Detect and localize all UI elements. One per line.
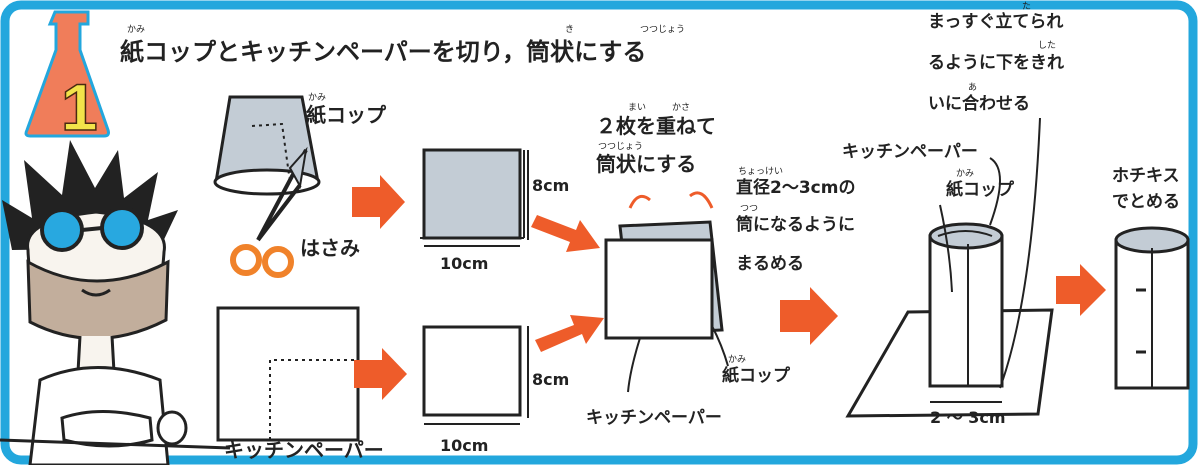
tube-paper-cup-ruby: かみ bbox=[956, 169, 975, 179]
arrow-markers bbox=[352, 175, 1106, 400]
align-instruction-line3: いに合わせる bbox=[928, 94, 1030, 114]
stack-paper-cup-ruby: かみ bbox=[728, 355, 747, 365]
roll-instruction-line3: まるめる bbox=[736, 254, 804, 274]
paper-cup-label: 紙コップ bbox=[306, 103, 386, 127]
kitchen-paper-label: キッチンペーパー bbox=[224, 438, 384, 462]
stack-ruby-tsutsujou: つつじょう bbox=[598, 142, 644, 152]
stack-ruby-mai: まい bbox=[628, 103, 647, 113]
align-ruby-a: あ bbox=[968, 83, 978, 93]
title-ruby-kami: かみ bbox=[127, 25, 146, 35]
kitchen-paper-sheet bbox=[216, 306, 360, 442]
tube-diameter-label: 2 ～ 3cm bbox=[930, 408, 1006, 427]
align-ruby-shita: した bbox=[1038, 41, 1057, 51]
tube-kitchen-paper-label: キッチンペーパー bbox=[842, 142, 978, 162]
diagonal-arrow-icon bbox=[531, 215, 600, 252]
align-ruby-ta: た bbox=[1022, 2, 1032, 12]
scissors-icon bbox=[230, 146, 308, 278]
stack-kitchen-paper-label: キッチンペーパー bbox=[586, 408, 722, 428]
right-arrow-icon bbox=[1056, 264, 1106, 316]
rolled-tube bbox=[845, 117, 1054, 418]
step-number: 1 bbox=[61, 70, 98, 144]
paper-cup-ruby: かみ bbox=[308, 93, 327, 103]
staple-instruction-line2: でとめる bbox=[1112, 192, 1180, 212]
right-arrow-icon bbox=[352, 175, 405, 229]
align-instruction-line2: るように下をきれ bbox=[928, 53, 1064, 73]
stack-paper-cup-label: 紙コップ bbox=[722, 366, 790, 386]
roll-ruby-tsutsu: つつ bbox=[740, 204, 759, 214]
align-instruction-line1: まっすぐ立てられ bbox=[928, 12, 1064, 32]
title-ruby-tsutsujou: つつじょう bbox=[640, 25, 686, 35]
cup-piece-height-label: 8cm bbox=[532, 176, 570, 195]
title-ruby-ki: き bbox=[565, 25, 575, 35]
right-arrow-icon bbox=[780, 287, 838, 345]
roll-ruby-chokkei: ちょっけい bbox=[738, 167, 784, 177]
stack-ruby-kasa: かさ bbox=[672, 103, 691, 113]
paper-piece-height-label: 8cm bbox=[532, 370, 570, 389]
roll-instruction-line1: 直径2～3cmの bbox=[736, 178, 856, 198]
scissors-label: はさみ bbox=[300, 236, 360, 260]
cup-piece-dimensions bbox=[424, 150, 529, 247]
paper-piece-width-label: 10cm bbox=[440, 436, 489, 455]
step-title: 紙コップとキッチンペーパーを切り，筒状にする bbox=[120, 38, 647, 66]
stapled-tube bbox=[1114, 226, 1190, 390]
diagonal-arrow-icon bbox=[535, 315, 604, 352]
stack-instruction-line2: 筒状にする bbox=[596, 152, 697, 176]
cup-piece-width-label: 10cm bbox=[440, 254, 489, 273]
scientist-character bbox=[0, 140, 231, 465]
right-arrow-icon bbox=[354, 348, 407, 400]
flask-icon bbox=[24, 10, 110, 138]
staple-instruction-line1: ホチキス bbox=[1112, 166, 1180, 186]
stack-instruction-line1: ２枚を重ねて bbox=[596, 114, 716, 138]
cup-piece bbox=[420, 148, 525, 240]
stacked-sheets bbox=[604, 191, 729, 393]
roll-instruction-line2: 筒になるように bbox=[736, 215, 855, 235]
paper-piece bbox=[422, 325, 529, 425]
tube-paper-cup-label: 紙コップ bbox=[946, 180, 1014, 200]
paper-cup-cutting bbox=[213, 95, 321, 196]
